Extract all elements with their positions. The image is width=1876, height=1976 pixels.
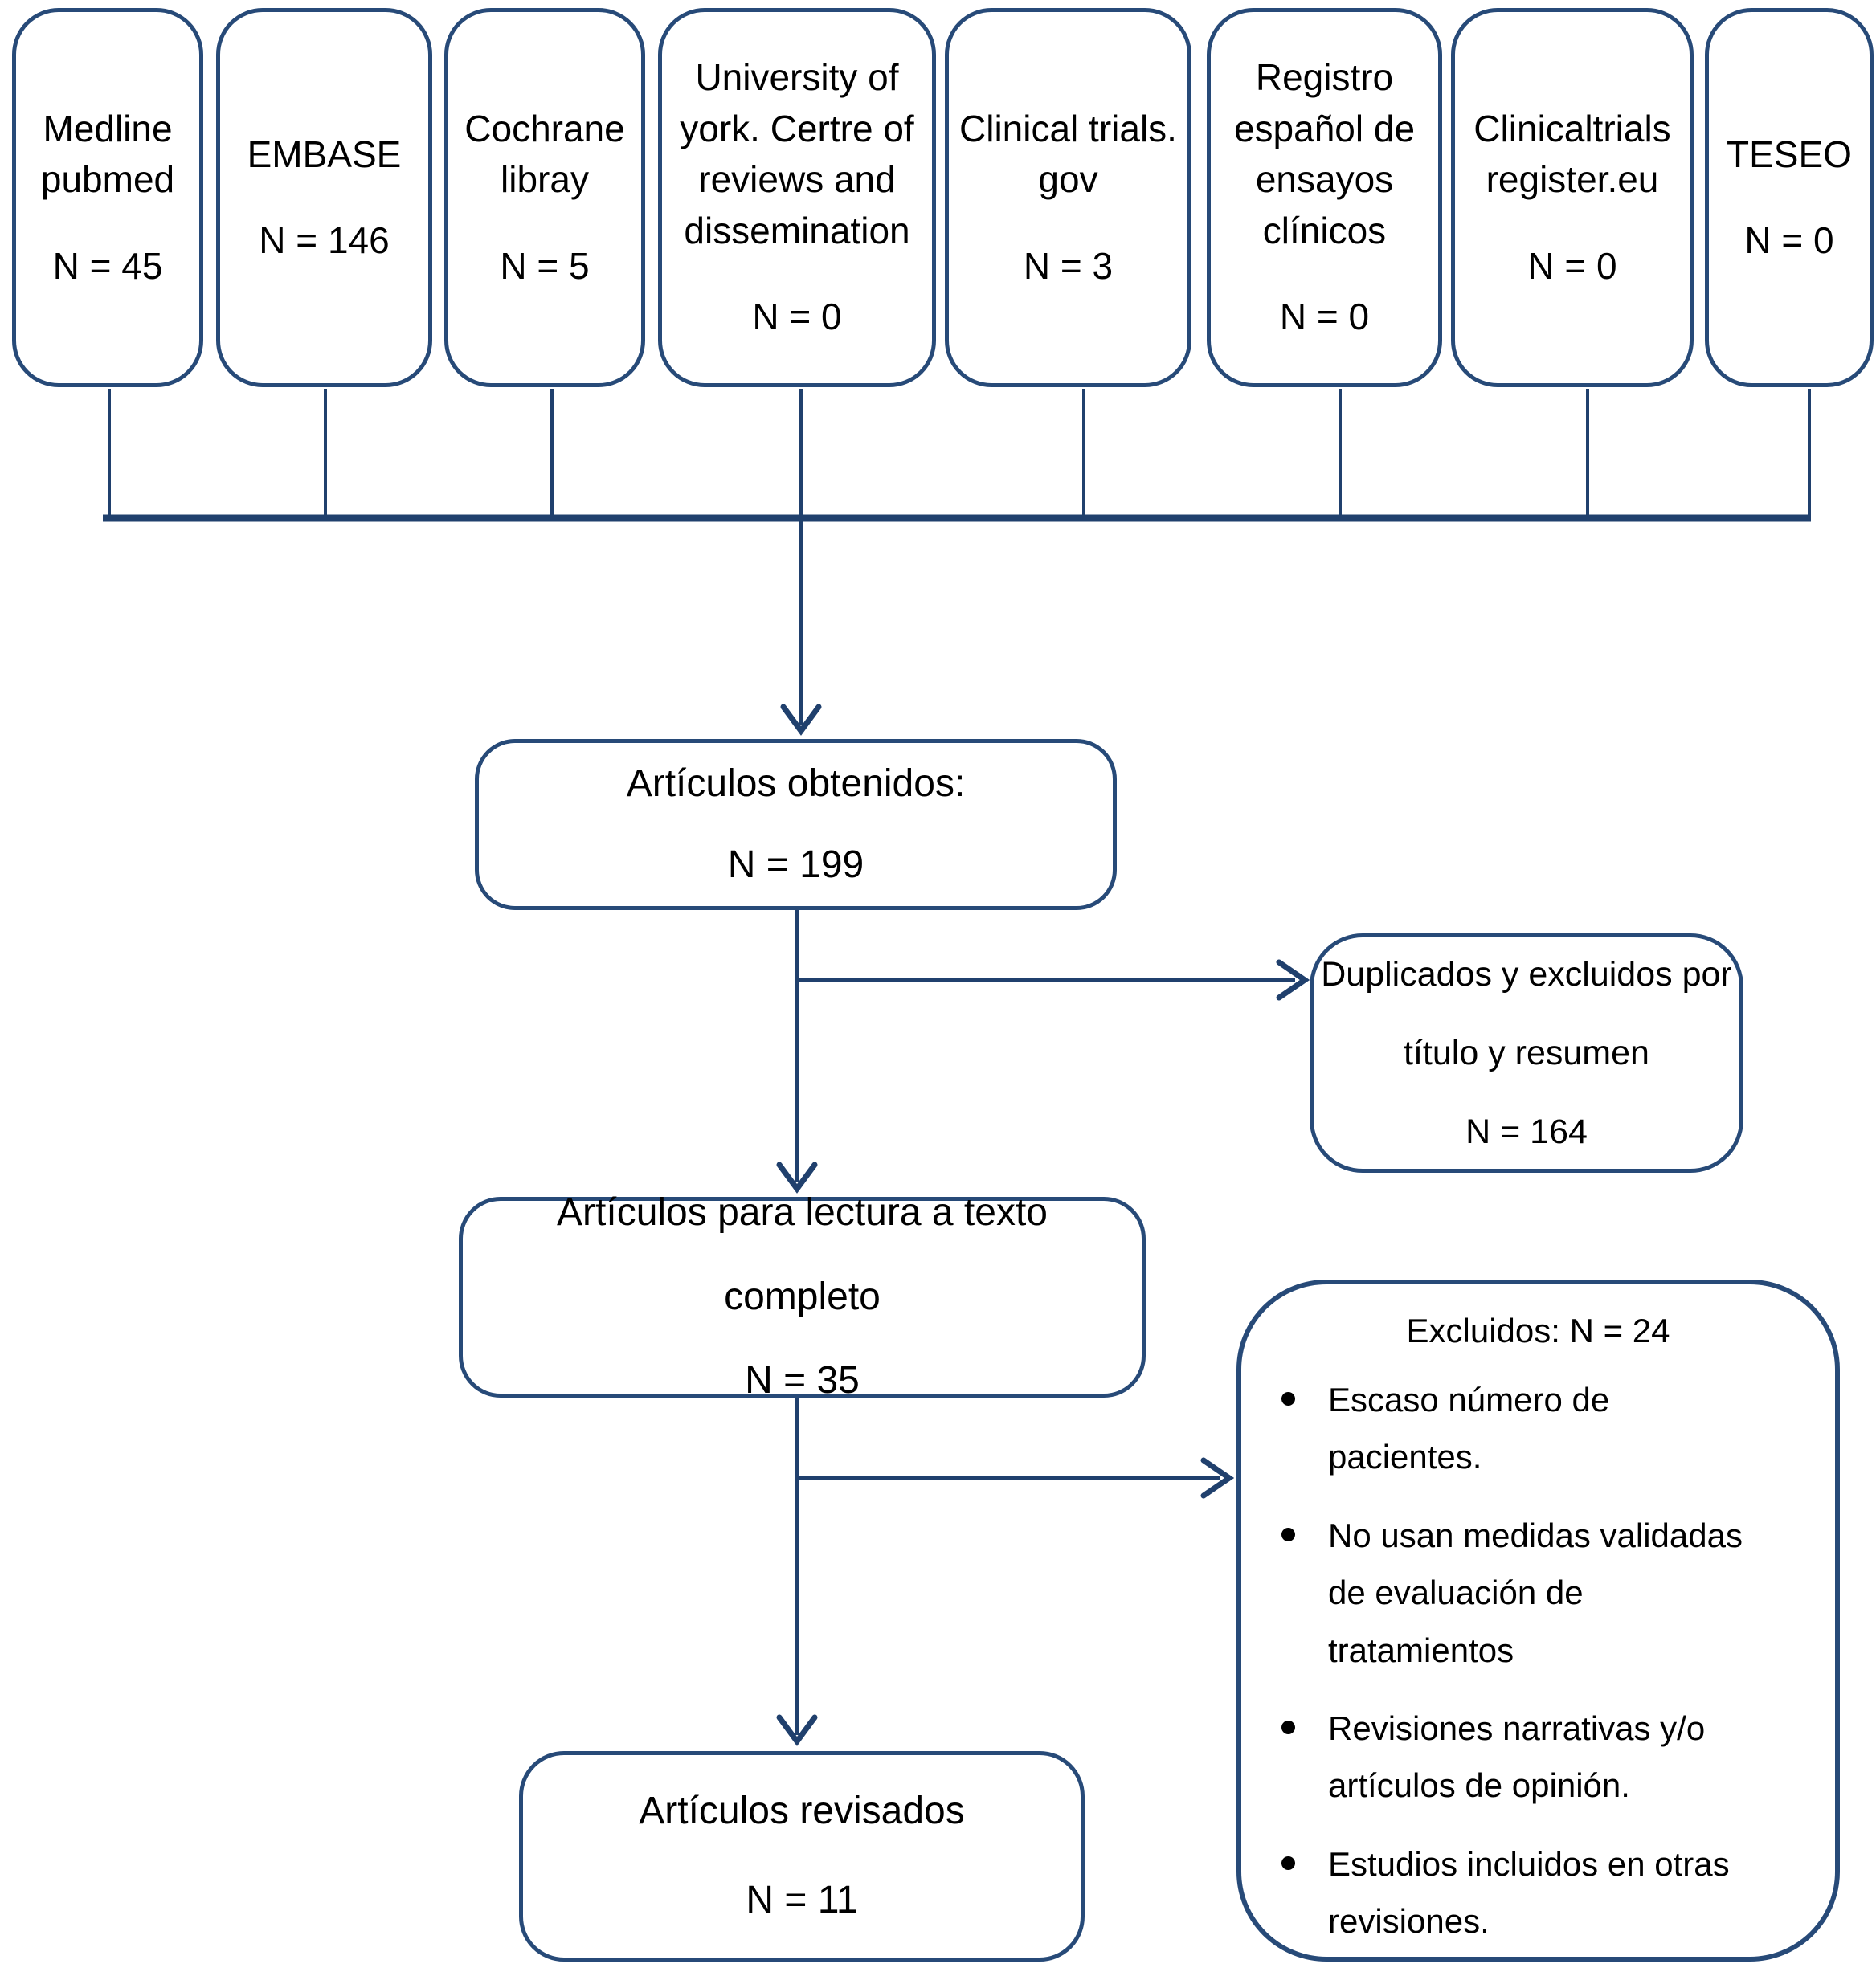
node-line: título y resumen [1404, 1033, 1649, 1072]
source-box-teseo: TESEO N = 0 [1705, 8, 1874, 387]
exclusions-header: Excluidos: N = 24 [1406, 1312, 1670, 1349]
source-count: N = 146 [259, 219, 390, 261]
source-box-medline-pubmed: Medline pubmed N = 45 [12, 8, 203, 387]
arrow-into-excluded [1200, 1457, 1235, 1499]
arrow-into-fulltext [776, 1162, 818, 1194]
source-box-registro-espanol: Registro español de ensayos clínicos N =… [1207, 8, 1442, 387]
duplicates-excluded-box: Duplicados y excluidos por título y resu… [1310, 933, 1743, 1173]
exclusion-reason: No usan medidas validadas de evaluación … [1261, 1507, 1806, 1679]
exclusion-line: Escaso número de [1328, 1381, 1610, 1419]
source-count: N = 45 [52, 244, 163, 287]
source-label: Cochrane libray [464, 107, 625, 201]
fulltext-reading-box: Artículos para lectura a texto completo … [459, 1191, 1146, 1402]
articles-obtained-box: Artículos obtenidos: N = 199 [475, 739, 1117, 910]
exclusion-line: No usan medidas validadas [1328, 1516, 1743, 1554]
source-label: EMBASE [247, 133, 402, 175]
exclusion-line: pacientes. [1328, 1438, 1482, 1476]
exclusion-line: Estudios incluidos en otras [1328, 1844, 1730, 1883]
source-count: N = 0 [1279, 296, 1370, 338]
node-line: Artículos para lectura a texto [557, 1190, 1048, 1234]
source-label: Medline pubmed [40, 107, 175, 201]
source-label: Registro español de ensayos clínicos [1233, 56, 1416, 251]
exclusion-reason: Escaso número de pacientes. [1261, 1371, 1806, 1486]
source-box-embase: EMBASE N = 146 [216, 8, 432, 387]
arrow-into-duplicates [1276, 959, 1310, 1001]
source-count: N = 0 [1527, 244, 1617, 287]
node-count: N = 11 [746, 1879, 858, 1921]
source-count: N = 0 [1744, 219, 1834, 261]
exclusion-line: tratamientos [1328, 1631, 1514, 1669]
exclusion-reason: Estudios incluidos en otras revisiones. [1261, 1835, 1806, 1950]
exclusions-list: Escaso número de pacientes. No usan medi… [1241, 1371, 1835, 1971]
source-label: Clinical trials. gov [959, 107, 1177, 201]
source-label: TESEO [1727, 133, 1852, 175]
arrow-into-reviewed [776, 1714, 818, 1746]
exclusion-line: Revisiones narrativas y/o [1328, 1709, 1706, 1747]
source-label: University of york. Certre of reviews an… [680, 56, 914, 251]
articles-reviewed-box: Artículos revisados N = 11 [519, 1751, 1085, 1962]
exclusion-line: de evaluación de [1328, 1574, 1584, 1612]
node-count: N = 164 [1465, 1113, 1588, 1152]
source-count: N = 3 [1023, 244, 1114, 287]
arrow-into-obtained [780, 704, 822, 736]
source-box-clinicaltrials-gov: Clinical trials. gov N = 3 [945, 8, 1191, 387]
source-box-clinicaltrials-register-eu: Clinicaltrials register.eu N = 0 [1451, 8, 1694, 387]
source-count: N = 0 [752, 296, 842, 338]
exclusion-line: artículos de opinión. [1328, 1766, 1630, 1805]
node-count: N = 199 [727, 843, 864, 886]
exclusion-line: revisiones. [1328, 1902, 1490, 1941]
node-line: completo [724, 1275, 881, 1318]
source-box-cochrane-library: Cochrane libray N = 5 [444, 8, 645, 387]
node-line: Duplicados y excluidos por [1321, 954, 1732, 994]
exclusion-reason: Revisiones narrativas y/o artículos de o… [1261, 1700, 1806, 1815]
node-title: Artículos obtenidos: [626, 761, 966, 805]
node-title: Artículos revisados [639, 1790, 965, 1833]
source-count: N = 5 [500, 244, 590, 287]
source-box-university-of-york: University of york. Certre of reviews an… [658, 8, 936, 387]
source-label: Clinicaltrials register.eu [1473, 107, 1671, 201]
node-count: N = 35 [745, 1359, 860, 1402]
exclusions-box: Excluidos: N = 24 Escaso número de pacie… [1236, 1280, 1840, 1962]
